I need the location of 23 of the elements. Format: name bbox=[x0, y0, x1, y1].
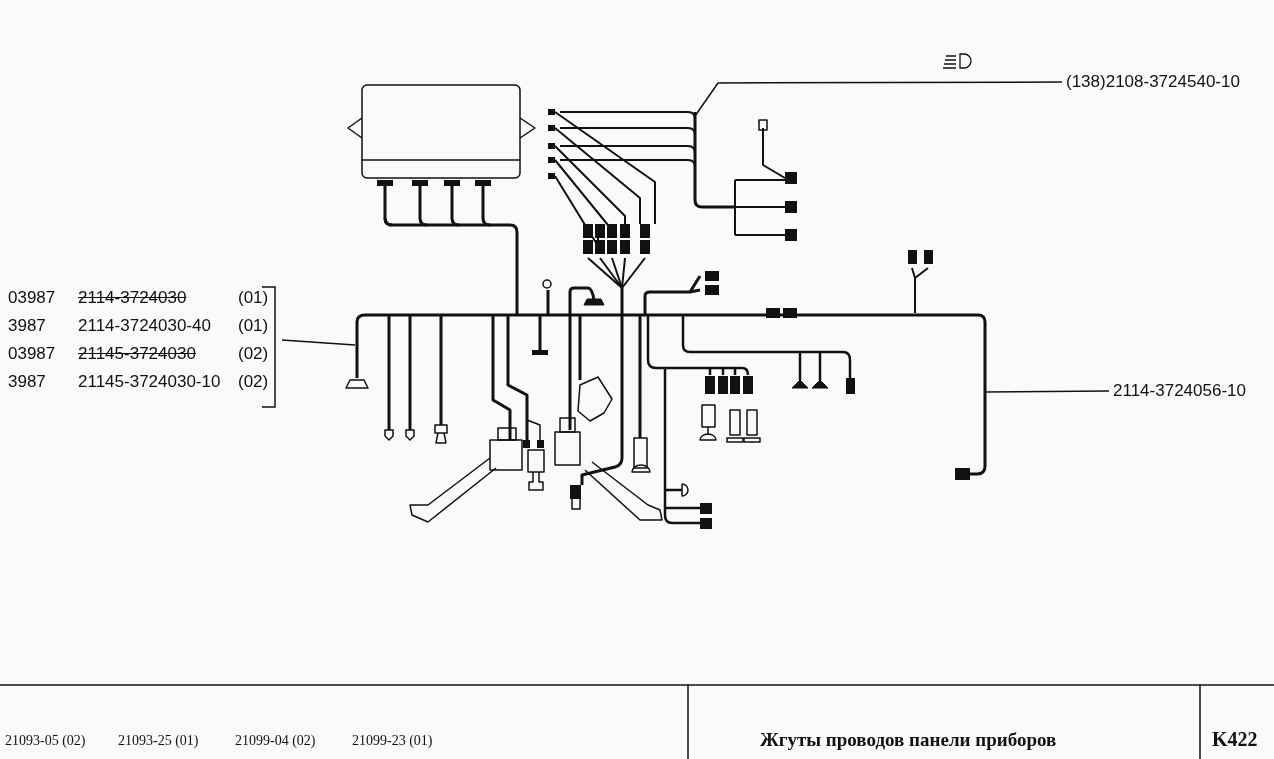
part-number: (02) bbox=[238, 372, 270, 392]
part-number: 21145-3724030 bbox=[78, 344, 197, 364]
part-number: 2114-3724030-40 bbox=[78, 316, 212, 336]
part-number: 3987 bbox=[8, 372, 47, 392]
part-number: 03987 bbox=[8, 288, 57, 308]
sheet-code: K422 bbox=[1212, 728, 1258, 751]
part-number: 3987 bbox=[8, 316, 47, 336]
sheet-title: Жгуты проводов панели приборов bbox=[760, 729, 1057, 751]
model-code: 21099-23 (01) bbox=[352, 733, 433, 749]
part-number: (138)2108-3724540-10 bbox=[1066, 72, 1240, 92]
part-number: (01) bbox=[238, 288, 270, 308]
leader-line bbox=[694, 81, 1063, 117]
part-number: 03987 bbox=[8, 344, 57, 364]
part-number: 2114-3724030 bbox=[78, 288, 188, 308]
model-code: 21093-05 (02) bbox=[5, 733, 86, 749]
part-number: 21145-3724030-10 bbox=[78, 372, 222, 392]
leader-line bbox=[281, 339, 356, 346]
model-code: 21093-25 (01) bbox=[118, 733, 199, 749]
part-number: 2114-3724056-10 bbox=[1113, 381, 1246, 401]
model-code: 21099-04 (02) bbox=[235, 733, 316, 749]
leader-line bbox=[984, 390, 1110, 393]
part-number: (02) bbox=[238, 344, 270, 364]
part-number: (01) bbox=[238, 316, 270, 336]
